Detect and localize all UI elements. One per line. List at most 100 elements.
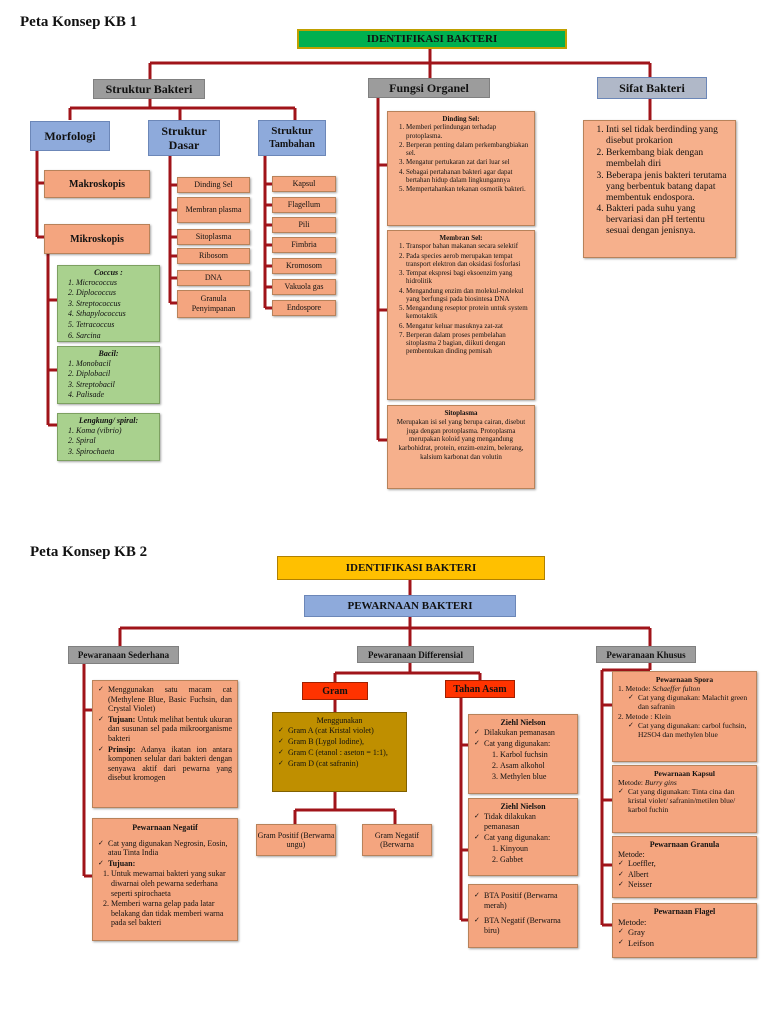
sifat-item: Berkembang biak dengan membelah diri (606, 148, 729, 170)
zn2-sub: Kinyoun (500, 844, 572, 854)
spora-title: Pewarnaan Spora (655, 675, 714, 684)
membran-sel-title: Membran Sel: (439, 234, 483, 242)
kb2-root-label: IDENTIFIKASI BAKTERI (345, 562, 477, 574)
tambahan-item-label: Pili (298, 220, 310, 230)
coccus-item: Micrococcus (76, 278, 155, 288)
sederhana-item: Tujuan: Untuk melihat bentuk ukuran dan … (108, 715, 232, 744)
dasar-item-label: DNA (204, 273, 223, 283)
dasar-item-label: Membran plasma (185, 205, 242, 215)
zn1-item: Cat yang digunakan: (484, 739, 572, 749)
zn1-sub: Karbol fuchsin (500, 750, 572, 760)
struktur-tambahan-node: Struktur Tambahan (258, 120, 326, 156)
struktur-dasar-label-2: Dasar (168, 138, 200, 152)
sitoplasma-text: Merupakan isi sel yang berupa cairan, di… (396, 417, 526, 461)
gram-label: Gram (322, 685, 348, 697)
kb1-root-node: IDENTIFIKASI BAKTERI (297, 29, 567, 49)
zn2-item: Cat yang digunakan: (484, 833, 572, 843)
dasar-item-label: Dinding Sel (194, 180, 233, 190)
sifat-item: Beberapa jenis bakteri terutama yang ber… (606, 171, 729, 204)
tambahan-item: Endospore (272, 300, 336, 316)
sifat-bakteri-box: Inti sel tidak berdinding yang disebut p… (583, 120, 736, 258)
pewarnaan-bakteri-label: PEWARNAAN BAKTERI (347, 600, 473, 612)
pewarnaan-spora-box: Pewarnaan Spora 1. Metode: Schaeffer ful… (612, 671, 757, 762)
tambahan-item-label: Fimbria (291, 240, 317, 250)
gram-item: Gram B (Lygol Iodine), (288, 737, 401, 747)
spiral-item: Koma (vibrio) (76, 426, 155, 436)
bacil-title: Bacil: (98, 349, 119, 358)
differensial-node: Pewaranaan Differensial (357, 646, 474, 663)
fungsi-organel-label: Fungsi Organel (389, 80, 469, 95)
granula-title: Pewarnaan Granula (649, 840, 720, 849)
granula-item: Loeffler, (628, 859, 751, 869)
ziehl-nielson-1-box: Ziehl Nielson Dilakukan pemanasan Cat ya… (468, 714, 578, 794)
struktur-dasar-label-1: Struktur (161, 124, 207, 138)
negatif-tujuan: Tujuan: (108, 859, 232, 869)
sifat-bakteri-node: Sifat Bakteri (597, 77, 707, 99)
gram-item: Gram D (cat safranin) (288, 759, 401, 769)
sederhana-node: Pewaranaan Sederhana (68, 646, 179, 664)
membran-sel-item: Berperan dalam proses pembelahan sitopla… (406, 331, 530, 356)
khusus-node: Pewaranaan Khusus (596, 646, 696, 663)
kb2-root-node: IDENTIFIKASI BAKTERI (277, 556, 545, 580)
ziehl-nielson-2-box: Ziehl Nielson Tidak dilakukan pemanasan … (468, 798, 578, 876)
tambahan-item: Kromosom (272, 258, 336, 274)
zn2-sub: Gabbet (500, 855, 572, 865)
tambahan-item: Vakuola gas (272, 279, 336, 295)
membran-sel-item: Mengandung enzim dan molekul-molekul yan… (406, 287, 530, 304)
coccus-box: Coccus : Micrococcus Diplococcus Strepto… (57, 265, 160, 342)
dinding-sel-item: Memberi perlindungan terhadap protoplasm… (406, 123, 530, 140)
granula-item: Neisser (628, 880, 751, 890)
flagel-metode: Metode: (618, 916, 647, 927)
dinding-sel-item: Berperan penting dalam perkembangbiakan … (406, 141, 530, 158)
membran-sel-item: Tempat ekspresi bagi eksoenzim yang hidr… (406, 269, 530, 286)
pewarnaan-bakteri-node: PEWARNAAN BAKTERI (304, 595, 516, 617)
coccus-item: Streptococcus (76, 299, 155, 309)
sitoplasma-title: Sitoplasma (444, 409, 478, 417)
coccus-item: Sarcina (76, 331, 155, 341)
tambahan-item-label: Kapsul (292, 179, 316, 189)
membran-sel-item: Pada species aerob merupakan tempat tran… (406, 252, 530, 269)
gram-positif-box: Gram Positif (Berwarna ungu) (256, 824, 336, 856)
flagel-item: Gray (628, 927, 751, 937)
khusus-label: Pewaranaan Khusus (606, 649, 686, 660)
pewarnaan-negatif-box: Pewarnaan Negatif Cat yang digunakan Neg… (92, 818, 238, 941)
flagel-title: Pewarnaan Flagel (653, 907, 716, 916)
differensial-label: Pewaranaan Differensial (367, 649, 464, 660)
coccus-item: Tetracoccus (76, 320, 155, 330)
dinding-sel-item: Sebagai pertahanan bakteri agar dapat be… (406, 168, 530, 185)
makroskopis-node: Makroskopis (44, 170, 150, 198)
pewarnaan-kapsul-box: Pewarnaan Kapsul Metode: Burry gins Cat … (612, 765, 757, 833)
gram-item: Gram C (etanol : aseton = 1:1), (288, 748, 401, 758)
dasar-item-membran: Membran plasma (177, 197, 250, 223)
negatif-cat: Cat yang digunakan Negrosin, Eosin, atau… (108, 839, 232, 858)
bta-item: BTA Negatif (Berwarna biru) (484, 916, 572, 937)
tambahan-item-label: Flagellum (287, 200, 321, 210)
bacil-item: Monobacil (76, 359, 155, 369)
dasar-item-label: Sitoplasma (195, 232, 232, 242)
zn1-sub: Methylen blue (500, 772, 572, 782)
zn1-title: Ziehl Nielson (500, 718, 546, 727)
sifat-item: Bakteri pada suhu yang bervariasi dan pH… (606, 204, 729, 237)
gram-box: Menggunakan Gram A (cat Kristal violet) … (272, 712, 407, 792)
spora-cat-2: Cat yang digunakan: carbol fuchsin, H2SO… (638, 721, 751, 739)
spora-cat-1: Cat yang digunakan: Malachit green dan s… (638, 693, 751, 711)
dinding-sel-item: Mengatur pertukaran zat dari luar sel (406, 158, 530, 166)
struktur-dasar-node: Struktur Dasar (148, 120, 220, 156)
dinding-sel-box: Dinding Sel: Memberi perlindungan terhad… (387, 111, 535, 226)
dinding-sel-item: Mempertahankan tekanan osmotik bakteri. (406, 185, 530, 193)
sifat-bakteri-label: Sifat Bakteri (619, 80, 685, 95)
makroskopis-label: Makroskopis (69, 178, 125, 190)
struktur-tambahan-label-1: Struktur (271, 125, 313, 137)
struktur-bakteri-label: Struktur Bakteri (105, 81, 193, 96)
dasar-item-granula: Granula Penyimpanan (177, 290, 250, 318)
bacil-item: Palisade (76, 390, 155, 400)
dasar-item-sitoplasma: Sitoplasma (177, 229, 250, 245)
granula-item: Albert (628, 870, 751, 880)
spiral-item: Spiral (76, 436, 155, 446)
dinding-sel-title: Dinding Sel: (442, 115, 480, 123)
tambahan-item: Fimbria (272, 237, 336, 253)
pewarnaan-flagel-box: Pewarnaan Flagel Metode: Gray Leifson (612, 903, 757, 958)
zn2-item: Tidak dilakukan pemanasan (484, 812, 572, 832)
kapsul-title: Pewarnaan Kapsul (653, 769, 716, 778)
